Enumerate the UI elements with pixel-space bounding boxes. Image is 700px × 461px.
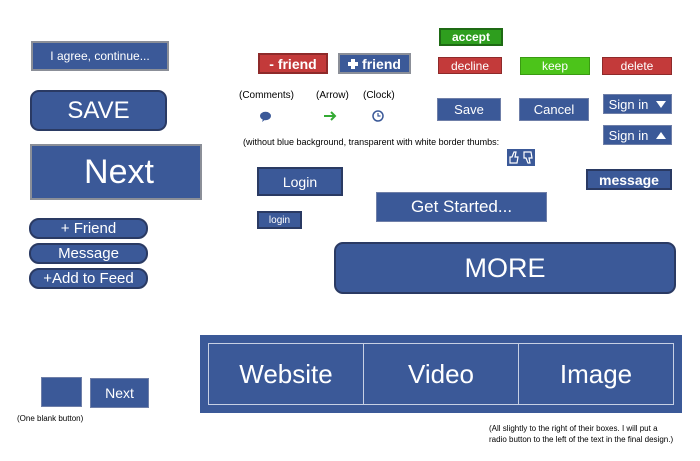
plus-icon [348, 58, 359, 69]
sign-in-dropdown-button[interactable]: Sign in [603, 94, 672, 114]
media-option-website[interactable]: Website [239, 358, 333, 389]
next-small-button[interactable]: Next [90, 378, 149, 408]
media-option-video[interactable]: Video [363, 344, 518, 404]
thumbs-up-icon[interactable] [507, 149, 521, 166]
save-button[interactable]: Save [437, 98, 501, 121]
keep-button[interactable]: keep [520, 57, 590, 75]
arrow-right-icon[interactable] [323, 110, 338, 122]
login-button[interactable]: Login [257, 167, 343, 196]
add-friend-pill-button[interactable]: + Friend [29, 218, 148, 239]
remove-friend-button[interactable]: - friend [258, 53, 328, 74]
more-button[interactable]: MORE [334, 242, 676, 294]
arrow-label: (Arrow) [316, 90, 349, 101]
caret-up-icon [656, 131, 667, 139]
clock-icon[interactable] [372, 110, 384, 122]
radio-note-line-1: (All slightly to the right of their boxe… [489, 424, 658, 433]
next-big-button[interactable]: Next [30, 144, 202, 200]
comment-bubble-icon[interactable] [259, 111, 272, 123]
add-to-feed-pill-button[interactable]: +Add to Feed [29, 268, 148, 289]
decline-button[interactable]: decline [438, 57, 502, 74]
caret-down-icon [656, 100, 667, 108]
sign-in-label: Sign in [608, 96, 649, 112]
clock-label: (Clock) [363, 90, 395, 101]
blank-button[interactable] [41, 377, 82, 407]
media-option-image[interactable]: Image [518, 344, 673, 404]
comments-label: (Comments) [239, 90, 295, 101]
media-type-selector: Website Video Image [200, 335, 682, 413]
sign-in-collapse-button[interactable]: Sign in [603, 125, 672, 145]
save-big-button[interactable]: SAVE [30, 90, 167, 131]
delete-button[interactable]: delete [602, 57, 672, 75]
thumbs-note: (without blue background, transparent wi… [243, 137, 500, 147]
media-type-options: Website Video Image [208, 343, 674, 405]
sign-in-label: Sign in [608, 127, 649, 143]
add-friend-label: friend [362, 55, 401, 72]
message-pill-button[interactable]: Message [29, 243, 148, 264]
agree-continue-button[interactable]: I agree, continue... [31, 41, 169, 71]
thumbs-down-icon[interactable] [521, 149, 535, 166]
blank-button-note: (One blank button) [17, 414, 84, 423]
login-small-button[interactable]: login [257, 211, 302, 229]
accept-button[interactable]: accept [439, 28, 503, 46]
message-button[interactable]: message [586, 169, 672, 190]
radio-note-line-2: radio button to the left of the text in … [489, 435, 674, 444]
get-started-button[interactable]: Get Started... [376, 192, 547, 222]
cancel-button[interactable]: Cancel [519, 98, 589, 121]
add-friend-button[interactable]: friend [338, 53, 411, 74]
